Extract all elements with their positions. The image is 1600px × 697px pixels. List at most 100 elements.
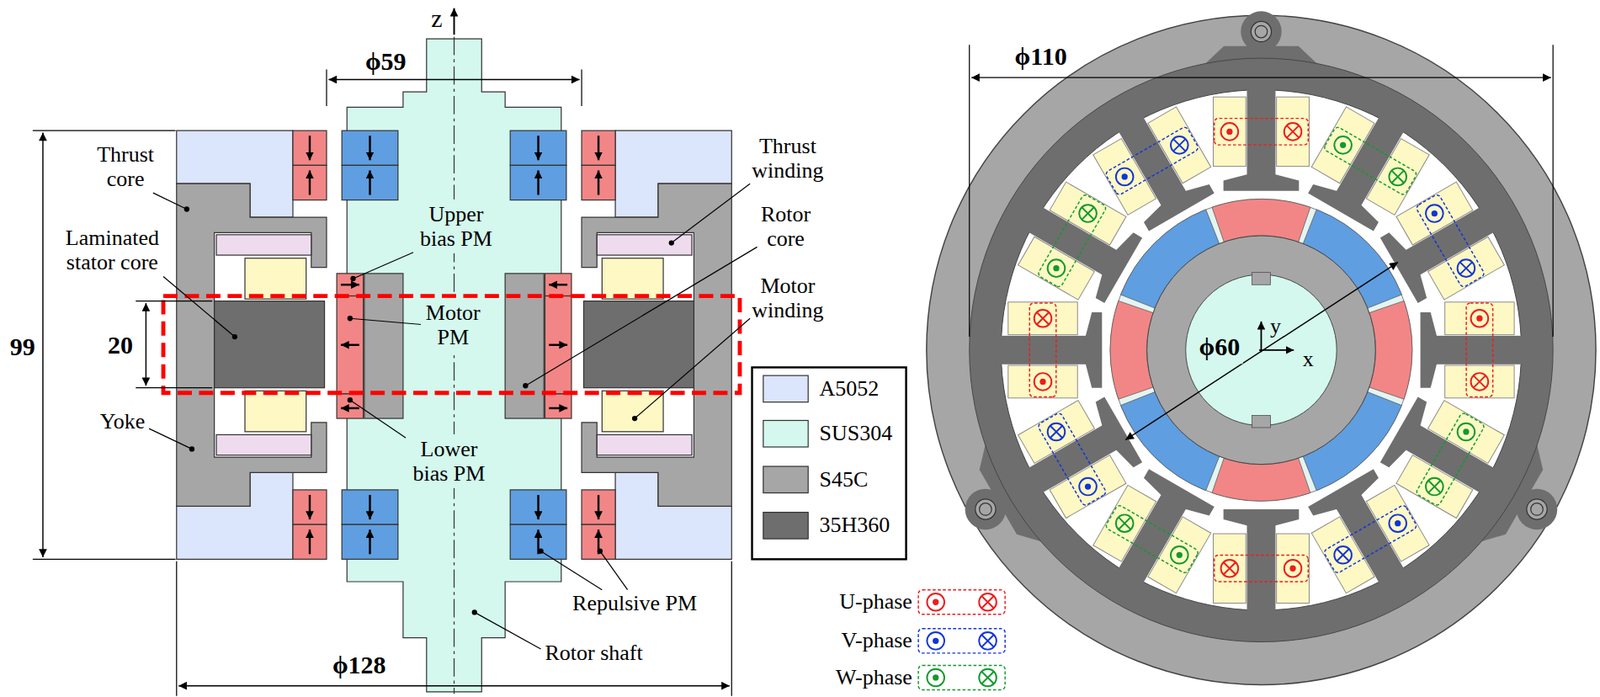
- extension-line: [968, 44, 970, 337]
- current-out-symbol: [1116, 168, 1134, 187]
- axis-label: y: [1270, 313, 1282, 339]
- extension-line: [580, 69, 582, 107]
- legend-swatch: [763, 375, 808, 403]
- upper-bias-pm: [544, 273, 572, 297]
- motor-winding: [601, 390, 664, 431]
- label-box: ϕ59: [365, 47, 407, 76]
- shaft-key: [1252, 272, 1271, 286]
- stator-tooth: [995, 302, 1102, 399]
- repulsive-pm: [292, 524, 327, 559]
- legend-frame: [752, 366, 907, 559]
- repulsive-pm: [510, 130, 567, 165]
- symbol-dot: [932, 637, 939, 644]
- coil-side: [1049, 181, 1127, 245]
- phase-outline: [1214, 118, 1309, 146]
- current-in-symbol: [978, 632, 997, 650]
- label-box: Motor PM: [423, 299, 483, 349]
- legend-swatch: [763, 419, 808, 447]
- magnetization-arrow: [548, 407, 568, 410]
- current-in-symbol: [1034, 309, 1053, 328]
- dimension-line: [145, 302, 147, 386]
- symbol-dot: [1176, 552, 1183, 559]
- part-label: Motor winding: [747, 273, 828, 323]
- outer-frame: [926, 15, 1596, 685]
- thrust-winding: [216, 434, 312, 455]
- current-in-symbol: [1334, 546, 1352, 564]
- magnetization-arrow: [340, 283, 360, 286]
- dimension-value: ϕ128: [332, 651, 387, 681]
- repulsive-pm: [341, 489, 399, 525]
- dimension-line: [328, 79, 580, 80]
- symbol-dot: [1462, 428, 1469, 435]
- tooth-shoe: [1420, 312, 1437, 389]
- leader-dot: [597, 547, 603, 553]
- coil-side: [1366, 138, 1430, 216]
- phase-outline: [1105, 504, 1200, 575]
- coil-side: [1396, 455, 1473, 519]
- extension-line: [325, 69, 327, 107]
- coil-side: [1428, 400, 1505, 464]
- coil-side: [1148, 106, 1212, 184]
- magnetization-arrow: [308, 135, 311, 160]
- current-out-symbol: [1079, 478, 1097, 496]
- leader-line: [541, 551, 603, 591]
- leader-line: [350, 318, 422, 325]
- current-out-symbol: [1471, 309, 1489, 328]
- label-box: Thrust winding: [747, 133, 828, 183]
- current-out-symbol: [1457, 423, 1476, 442]
- bolt-hole: [1254, 25, 1268, 38]
- laminated-stator-core: [583, 301, 694, 389]
- current-in-symbol: [1425, 478, 1444, 496]
- leader-line: [350, 399, 411, 441]
- leader-dot: [632, 415, 638, 421]
- current-in-symbol: [978, 593, 997, 612]
- extension-line: [731, 561, 733, 697]
- leader-line: [153, 192, 187, 209]
- current-out-symbol: [1284, 559, 1303, 578]
- symbol-cross: [1473, 375, 1487, 389]
- extension-line: [32, 130, 176, 132]
- current-in-symbol: [1079, 204, 1097, 223]
- leader-line: [525, 246, 757, 386]
- current-out-symbol: [1425, 204, 1444, 223]
- label-box: Laminated stator core: [59, 225, 165, 275]
- extension-line: [175, 561, 177, 697]
- repulsive-pm: [341, 164, 399, 200]
- leader-dot: [184, 206, 190, 212]
- leader-line: [353, 250, 417, 279]
- symbol-dot: [1289, 565, 1296, 572]
- current-out-symbol: [1221, 122, 1239, 141]
- focus-region: [163, 296, 740, 394]
- pm-spacer: [1110, 198, 1413, 501]
- current-in-symbol: [1471, 372, 1489, 391]
- current-in-symbol: [1170, 136, 1189, 155]
- extension-line: [135, 387, 213, 389]
- label-box: ϕ60: [1198, 332, 1240, 362]
- repulsive-pm: [292, 130, 327, 165]
- coil-side: [1311, 106, 1375, 184]
- part-label: Lower bias PM: [408, 436, 490, 486]
- coil-side: [1212, 96, 1246, 166]
- legend-text: SUS304: [819, 421, 894, 447]
- leader-dot: [347, 315, 353, 321]
- label-box: Motor winding: [747, 273, 828, 323]
- symbol-cross: [1428, 480, 1441, 494]
- z-axis-arrow: [453, 8, 456, 36]
- leader-dot: [537, 547, 543, 553]
- y-axis-arrow: [1260, 321, 1263, 352]
- thrust-core: [581, 183, 732, 506]
- legend-text: W-phase: [835, 664, 913, 690]
- leader-line: [671, 183, 750, 243]
- legend-swatch: [763, 512, 808, 540]
- label-box: Thrust core: [91, 142, 160, 192]
- legend-text: A5052: [819, 376, 880, 401]
- legend-text: 35H360: [819, 513, 891, 538]
- leader-dot: [189, 446, 195, 452]
- legend-swatch: [763, 466, 808, 494]
- thrust-winding: [596, 434, 692, 455]
- mounting-lug: [965, 489, 1006, 530]
- current-out-symbol: [1170, 546, 1189, 564]
- phase-outline: [1036, 411, 1107, 506]
- symbol-cross: [981, 595, 995, 609]
